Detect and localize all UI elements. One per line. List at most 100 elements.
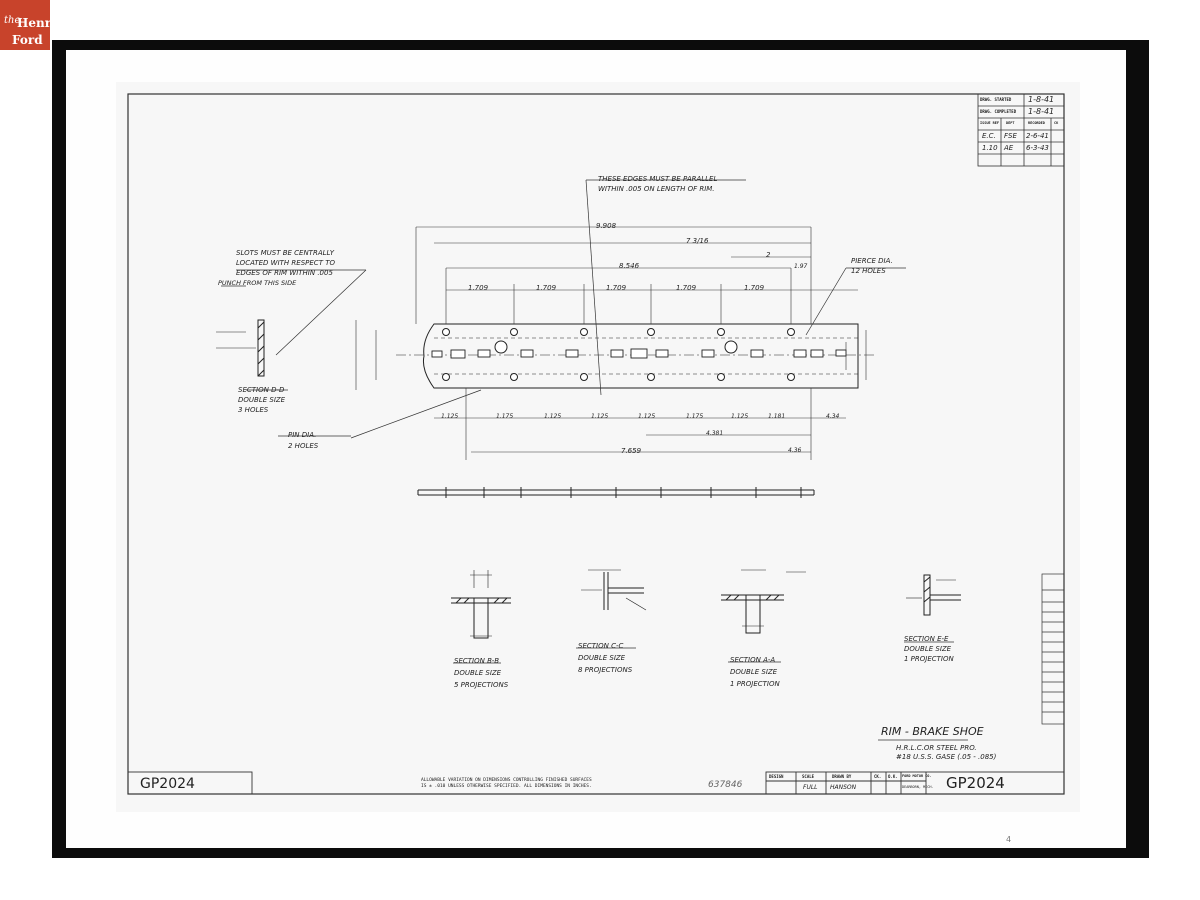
tb-scale-value: FULL	[803, 784, 818, 791]
drawing-number-right: GP2024	[946, 774, 1005, 792]
dim-4381: 4.381	[706, 430, 724, 437]
drawing-sheet: THESE EDGES MUST BE PARALLEL WITHIN .005…	[66, 50, 1126, 848]
section-ee-view	[906, 574, 961, 616]
tb-entry1-dept: FSE	[1004, 132, 1017, 140]
pin-note-dia: DIA.	[301, 431, 317, 439]
tb-entry1-issue: E.C.	[982, 132, 996, 140]
allowable-variation-note: ALLOWABLE VARIATION ON DIMENSIONS CONTRO…	[421, 778, 592, 790]
dim-1125-b: 1.125	[544, 413, 562, 420]
tb-header-recorded: RECORDED	[1028, 121, 1045, 125]
dim-1125-a: 1.125	[441, 413, 459, 420]
tb-header-issue: ISSUE REF	[980, 121, 999, 125]
tb-started-label: DRWG. STARTED	[980, 97, 1012, 102]
section-bb-count: 5 PROJECTIONS	[454, 681, 509, 689]
section-ee-label: SECTION E-E DOUBLE SIZE 1 PROJECTION	[904, 634, 954, 664]
material-line1: H.R.L.C.OR STEEL PRO.	[896, 744, 977, 752]
rim-edge-view	[417, 487, 815, 498]
parallel-note-line2: WITHIN .005 ON LENGTH OF RIM.	[598, 185, 715, 193]
section-cc-label: SECTION C-C DOUBLE SIZE 8 PROJECTIONS	[578, 640, 632, 676]
pierce-note-dia: DIA.	[878, 257, 893, 265]
tb-entry2-dept: AE	[1004, 144, 1014, 152]
pierce-note-label: PIERCE	[851, 257, 876, 265]
dim-1125-c: 1.125	[591, 413, 609, 420]
section-cc-title: SECTION C-C	[578, 642, 624, 650]
section-cc-view	[581, 569, 647, 611]
leader-lines	[221, 179, 906, 439]
allowable-line2: IS ± .010 UNLESS OTHERWISE SPECIFIED. AL…	[421, 784, 592, 789]
tb-completed-value: 1-8-41	[1028, 107, 1055, 116]
section-dd-title: SECTION D-D	[238, 386, 285, 394]
logo-henry: Henry	[17, 16, 58, 30]
dim-spacing-4: 1.709	[676, 284, 697, 292]
section-aa-count: 1 PROJECTION	[730, 680, 780, 688]
engineering-drawing	[116, 82, 1080, 812]
section-dd-label: SECTION D-D DOUBLE SIZE 3 HOLES	[238, 385, 285, 415]
dim-two: 2	[766, 251, 771, 259]
slots-note-line1: SLOTS MUST BE CENTRALLY	[236, 249, 335, 257]
dim-spacing-5: 1.709	[744, 284, 765, 292]
dim-7659: 7.659	[621, 447, 642, 455]
dim-seven: 7 3/16	[686, 237, 709, 245]
tb-completed-label: DRWG. COMPLETED	[980, 109, 1017, 114]
section-cc-count: 8 PROJECTIONS	[578, 666, 633, 674]
section-aa-scale: DOUBLE SIZE	[730, 668, 778, 676]
tb-company-label: FORD MOTOR CO.	[902, 774, 932, 778]
punch-note: PUNCH FROM THIS SIDE	[218, 279, 297, 287]
dim-spacing-1: 1.709	[468, 284, 489, 292]
revision-block-lines	[977, 93, 1065, 167]
tb-header-dept: DEPT	[1006, 121, 1015, 125]
dim-1175-b: 1.175	[686, 413, 704, 420]
tb-ck-label: CK.	[874, 774, 882, 779]
side-revision-strip	[1041, 573, 1065, 725]
tb-entry2-issue: 1.10	[982, 144, 998, 152]
dim-spacing-2: 1.709	[536, 284, 557, 292]
logo-the: the	[4, 15, 21, 26]
slots	[431, 348, 847, 359]
allowable-line1: ALLOWABLE VARIATION ON DIMENSIONS CONTRO…	[421, 778, 592, 783]
pierce-holes	[442, 328, 795, 381]
tb-header-ck: CK	[1054, 121, 1059, 125]
tb-scale-label: SCALE	[802, 774, 815, 779]
parallel-note: THESE EDGES MUST BE PARALLEL WITHIN .005…	[598, 174, 717, 194]
section-bb-view	[451, 570, 511, 639]
dim-spacing-3: 1.709	[606, 284, 627, 292]
dim-436: 4.36	[788, 447, 802, 454]
section-bb-title: SECTION B-B	[454, 657, 500, 665]
henry-ford-logo: the Henry Ford	[0, 0, 58, 50]
pin-note-label: PIN	[288, 431, 300, 439]
label-underlines	[246, 389, 968, 741]
tb-design-label: DESIGN	[769, 774, 784, 779]
pierce-note-holes: 12 HOLES	[851, 267, 886, 275]
pin-note: PIN DIA. 2 HOLES	[288, 430, 318, 452]
tb-company-location: DEARBORN, MICH.	[902, 785, 934, 789]
section-bb-scale: DOUBLE SIZE	[454, 669, 502, 677]
slots-note-line3: EDGES OF RIM WITHIN .005	[236, 269, 333, 277]
section-dd-count: 3 HOLES	[238, 406, 269, 414]
section-bb-label: SECTION B-B DOUBLE SIZE 5 PROJECTIONS	[454, 655, 508, 691]
section-ee-scale: DOUBLE SIZE	[904, 645, 952, 653]
tb-entry2-date: 6-3-43	[1026, 144, 1049, 152]
section-dd-view	[216, 319, 265, 377]
dim-1125-d: 1.125	[638, 413, 656, 420]
slots-note: SLOTS MUST BE CENTRALLY LOCATED WITH RES…	[236, 248, 335, 278]
section-dd-scale: DOUBLE SIZE	[238, 396, 286, 404]
dim-1181: 1.181	[768, 413, 786, 420]
dim-overall: 9.908	[596, 222, 617, 230]
slots-note-line2: LOCATED WITH RESPECT TO	[236, 259, 335, 267]
dim-8546: 8.546	[619, 262, 640, 270]
pin-note-holes: 2 HOLES	[288, 442, 319, 450]
section-ee-count: 1 PROJECTION	[904, 655, 954, 663]
section-cc-scale: DOUBLE SIZE	[578, 654, 626, 662]
logo-ford: Ford	[12, 33, 43, 47]
tb-drawnby-label: DRAWN BY	[832, 774, 852, 779]
dim-1175-a: 1.175	[496, 413, 514, 420]
bottom-title-strip	[127, 771, 1065, 795]
tb-ok-label: O.K.	[888, 774, 898, 779]
pierce-note: PIERCE DIA. 12 HOLES	[851, 256, 893, 276]
dim-197: 1.97	[794, 263, 808, 270]
tb-started-value: 1-8-41	[1028, 95, 1055, 104]
section-aa-title: SECTION A-A	[730, 656, 776, 664]
page-mark: 4	[1006, 835, 1012, 844]
dim-434: 4.34	[826, 413, 840, 420]
parallel-note-line1: THESE EDGES MUST BE PARALLEL	[598, 175, 718, 183]
